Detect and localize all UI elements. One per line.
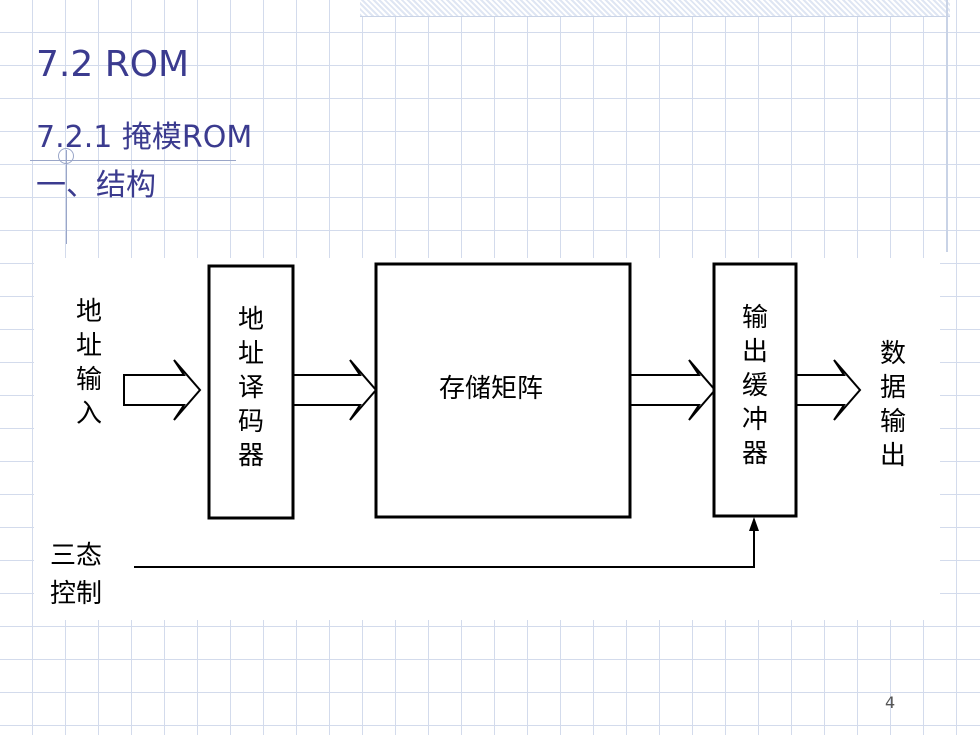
matrix-to-buffer-arrow bbox=[631, 359, 717, 421]
svg-text:输: 输 bbox=[880, 407, 906, 437]
svg-text:冲: 冲 bbox=[742, 405, 768, 435]
matrix-label: 存储矩阵 bbox=[439, 374, 543, 404]
svg-text:输: 输 bbox=[742, 303, 768, 333]
svg-text:数: 数 bbox=[880, 339, 906, 369]
slide-title: 7.2 ROM bbox=[36, 44, 190, 85]
buffer-label: 输 出 缓 冲 器 bbox=[742, 303, 768, 469]
output-label: 数 据 输 出 bbox=[880, 339, 906, 471]
svg-text:缓: 缓 bbox=[742, 371, 768, 401]
svg-text:址: 址 bbox=[238, 339, 264, 369]
right-decor-line bbox=[946, 0, 948, 252]
rom-block-diagram: 地 址 输 入 地 址 译 码 器 存储矩阵 输 出 缓 冲 器 数 据 输 出… bbox=[50, 262, 906, 609]
title-decor-vline bbox=[66, 150, 67, 244]
slide-subtitle: 7.2.1 掩模ROM bbox=[36, 120, 253, 155]
svg-text:出: 出 bbox=[742, 337, 768, 367]
svg-text:三态: 三态 bbox=[50, 541, 102, 571]
svg-text:地: 地 bbox=[238, 305, 264, 335]
svg-text:译: 译 bbox=[238, 373, 264, 403]
section-heading: 一、结构 bbox=[36, 168, 156, 203]
storage-matrix-block bbox=[374, 262, 632, 519]
output-buffer-block bbox=[712, 262, 798, 518]
page-number: 4 bbox=[885, 693, 896, 712]
svg-text:码: 码 bbox=[238, 407, 264, 437]
svg-text:出: 出 bbox=[880, 441, 906, 471]
title-decor-hline bbox=[30, 160, 236, 161]
control-arrowhead bbox=[749, 517, 759, 531]
svg-text:器: 器 bbox=[238, 441, 264, 471]
decoder-to-matrix-arrow bbox=[294, 359, 378, 421]
svg-text:控制: 控制 bbox=[50, 579, 102, 609]
input-arrow bbox=[123, 359, 202, 421]
svg-text:据: 据 bbox=[880, 373, 906, 403]
svg-text:入: 入 bbox=[76, 399, 102, 429]
control-label: 三态 控制 bbox=[50, 541, 102, 609]
svg-text:输: 输 bbox=[76, 365, 102, 395]
output-arrow bbox=[797, 359, 862, 421]
svg-text:地: 地 bbox=[76, 297, 102, 327]
top-decor-band bbox=[360, 0, 950, 17]
title-decor-circle bbox=[58, 148, 74, 164]
decoder-label: 地 址 译 码 器 bbox=[238, 305, 264, 471]
svg-text:器: 器 bbox=[742, 439, 768, 469]
input-label: 地 址 输 入 bbox=[76, 297, 102, 429]
control-line bbox=[134, 521, 755, 568]
address-decoder-block bbox=[207, 264, 295, 520]
svg-text:址: 址 bbox=[76, 331, 102, 361]
